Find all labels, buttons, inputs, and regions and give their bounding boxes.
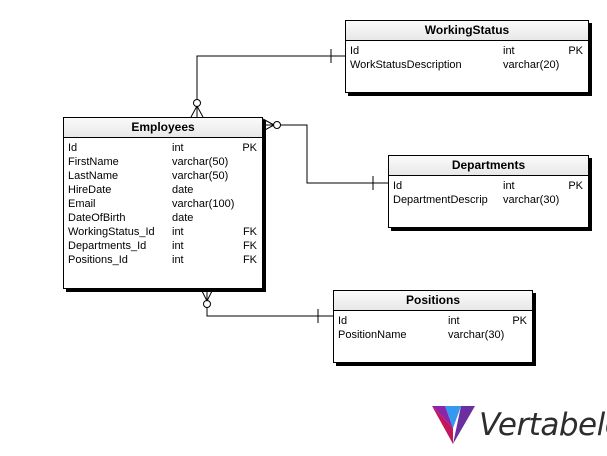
column-list: Id int PK DepartmentDescrip varchar(30) — [389, 176, 588, 207]
logo-shape — [432, 406, 453, 444]
column-row: WorkStatusDescription varchar(20) — [350, 58, 588, 72]
column-list: Id int PK WorkStatusDescription varchar(… — [346, 41, 588, 72]
column-row: Id int PK — [338, 314, 532, 328]
column-name: FirstName — [68, 156, 119, 168]
logo-shape — [445, 406, 461, 428]
column-type: varchar(50) — [172, 170, 229, 182]
vertabelo-logo: Vertabelo — [431, 404, 607, 450]
column-type: varchar(50) — [172, 156, 229, 168]
column-type: int — [172, 142, 184, 154]
column-row: FirstName varchar(50) — [68, 155, 262, 169]
column-name: LastName — [68, 170, 119, 182]
relationship-employees-departments — [262, 118, 388, 190]
column-row: Id int PK — [393, 179, 588, 193]
table-departments[interactable]: Departments Id int PK DepartmentDescrip … — [388, 155, 589, 228]
column-row: WorkingStatus_Id int FK — [68, 225, 262, 239]
logo-shape — [453, 406, 475, 444]
column-type: date — [172, 212, 194, 224]
column-row: Id int PK — [350, 44, 588, 58]
vertabelo-mark-icon — [432, 406, 475, 444]
logo-wordmark: Vertabelo — [479, 407, 607, 443]
column-name: PositionName — [338, 329, 407, 341]
column-name: Id — [338, 315, 348, 327]
column-key: FK — [242, 240, 257, 252]
column-name: DateOfBirth — [68, 212, 126, 224]
column-type: int — [172, 254, 184, 266]
column-type: varchar(100) — [172, 198, 235, 210]
relationship-employees-workingstatus — [190, 49, 345, 118]
column-list: Id int PK FirstName varchar(50) LastName… — [64, 138, 262, 267]
column-key: PK — [568, 180, 583, 192]
column-type: int — [172, 240, 184, 252]
column-name: Positions_Id — [68, 254, 128, 266]
table-workingstatus[interactable]: WorkingStatus Id int PK WorkStatusDescri… — [345, 20, 589, 93]
column-type: int — [503, 45, 515, 57]
column-type: date — [172, 184, 194, 196]
column-key: PK — [242, 142, 257, 154]
column-name: HireDate — [68, 184, 112, 196]
column-name: Id — [68, 142, 78, 154]
column-type: varchar(30) — [448, 329, 505, 341]
column-row: LastName varchar(50) — [68, 169, 262, 183]
table-positions[interactable]: Positions Id int PK PositionName varchar… — [333, 290, 533, 363]
table-title: Departments — [389, 156, 588, 176]
column-name: WorkingStatus_Id — [68, 226, 155, 238]
column-name: Departments_Id — [68, 240, 147, 252]
column-row: HireDate date — [68, 183, 262, 197]
column-type: varchar(20) — [503, 59, 560, 71]
column-name: Id — [350, 45, 360, 57]
column-key: FK — [242, 254, 257, 266]
column-list: Id int PK PositionName varchar(30) — [334, 311, 532, 342]
column-type: int — [448, 315, 460, 327]
table-employees[interactable]: Employees Id int PK FirstName varchar(50… — [63, 117, 263, 289]
column-type: varchar(30) — [503, 194, 560, 206]
column-row: Positions_Id int FK — [68, 253, 262, 267]
column-row: Id int PK — [68, 141, 262, 155]
column-key: PK — [568, 45, 583, 57]
column-name: Id — [393, 180, 403, 192]
column-name: DepartmentDescrip — [393, 194, 488, 206]
column-name: Email — [68, 198, 96, 210]
column-row: DateOfBirth date — [68, 211, 262, 225]
table-title: WorkingStatus — [346, 21, 588, 41]
column-type: int — [503, 180, 515, 192]
column-key: FK — [242, 226, 257, 238]
table-title: Positions — [334, 291, 532, 311]
column-row: PositionName varchar(30) — [338, 328, 532, 342]
table-title: Employees — [64, 118, 262, 138]
column-key: PK — [512, 315, 527, 327]
column-row: Departments_Id int FK — [68, 239, 262, 253]
column-type: int — [172, 226, 184, 238]
column-row: Email varchar(100) — [68, 197, 262, 211]
column-name: WorkStatusDescription — [350, 59, 462, 71]
column-row: DepartmentDescrip varchar(30) — [393, 193, 588, 207]
relationship-employees-positions — [200, 288, 333, 323]
